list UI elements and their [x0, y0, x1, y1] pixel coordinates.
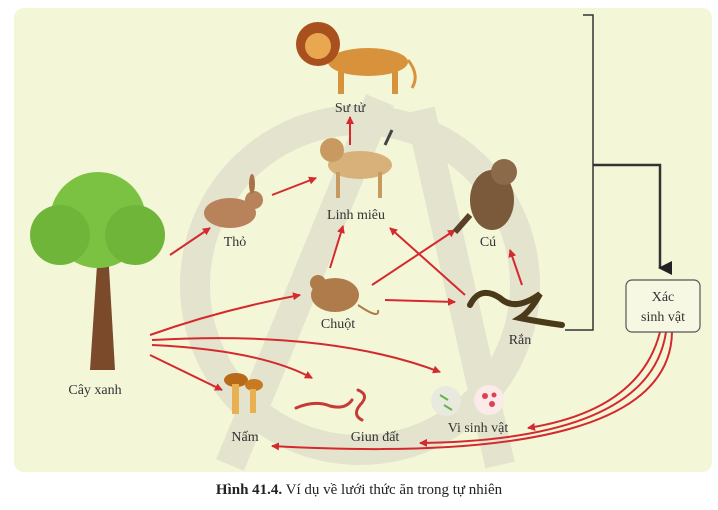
- remains-box: Xác sinh vật: [625, 279, 701, 333]
- arrow-tree-earthworm: [151, 344, 313, 379]
- figure-caption: Hình 41.4. Ví dụ về lưới thức ăn trong t…: [0, 481, 718, 499]
- lynx-image: [320, 129, 394, 198]
- label-lion: Sư tử: [335, 101, 366, 116]
- arrow-remains-mushroom: [271, 331, 673, 451]
- arrow-remains-earthworm: [419, 331, 667, 447]
- remains-line2: sinh vật: [641, 310, 685, 325]
- tree-image: [30, 172, 165, 370]
- earthworm-image: [294, 388, 366, 422]
- arrow-tree-microbes: [151, 337, 441, 374]
- arrow-mouse-owl: [371, 229, 456, 286]
- feeding-arrows: [149, 116, 673, 451]
- label-mouse: Chuột: [321, 317, 355, 332]
- label-lynx: Linh miêu: [327, 208, 385, 223]
- lion-image: [296, 22, 417, 94]
- mushroom-image: [224, 373, 263, 414]
- arrow-rabbit-lynx: [271, 176, 317, 196]
- remains-line1: Xác: [652, 290, 675, 305]
- label-earthworm: Giun đất: [351, 430, 400, 445]
- arrow-snake-lynx: [389, 227, 466, 296]
- label-owl: Cú: [480, 235, 496, 250]
- consumers-bracket: [565, 14, 672, 331]
- rabbit-image: [204, 174, 263, 228]
- arrow-tree-rabbit: [169, 227, 211, 256]
- owl-image: [452, 159, 517, 234]
- arrow-tree-mouse: [149, 292, 301, 336]
- mouse-image: [310, 275, 380, 315]
- arrow-snake-owl: [508, 249, 523, 286]
- caption-label: Hình 41.4.: [215, 482, 283, 498]
- arrow-tree-mushroom: [149, 354, 223, 391]
- label-microbes: Vi sinh vật: [448, 421, 509, 436]
- label-snake: Rắn: [509, 333, 532, 348]
- arrow-remains-microbes: [527, 331, 661, 431]
- microbes-image: [431, 385, 504, 416]
- label-tree: Cây xanh: [68, 383, 121, 398]
- snake-image: [467, 289, 565, 328]
- arrow-mouse-snake: [384, 297, 456, 306]
- food-web-diagram: Sư tử Linh miêu Thỏ Cú Cây xanh Chuột Rắ…: [30, 14, 701, 471]
- label-rabbit: Thỏ: [224, 235, 247, 250]
- label-mushroom: Nấm: [231, 430, 258, 445]
- caption-text: Ví dụ về lưới thức ăn trong tự nhiên: [282, 482, 503, 498]
- arrow-mouse-lynx: [329, 225, 345, 269]
